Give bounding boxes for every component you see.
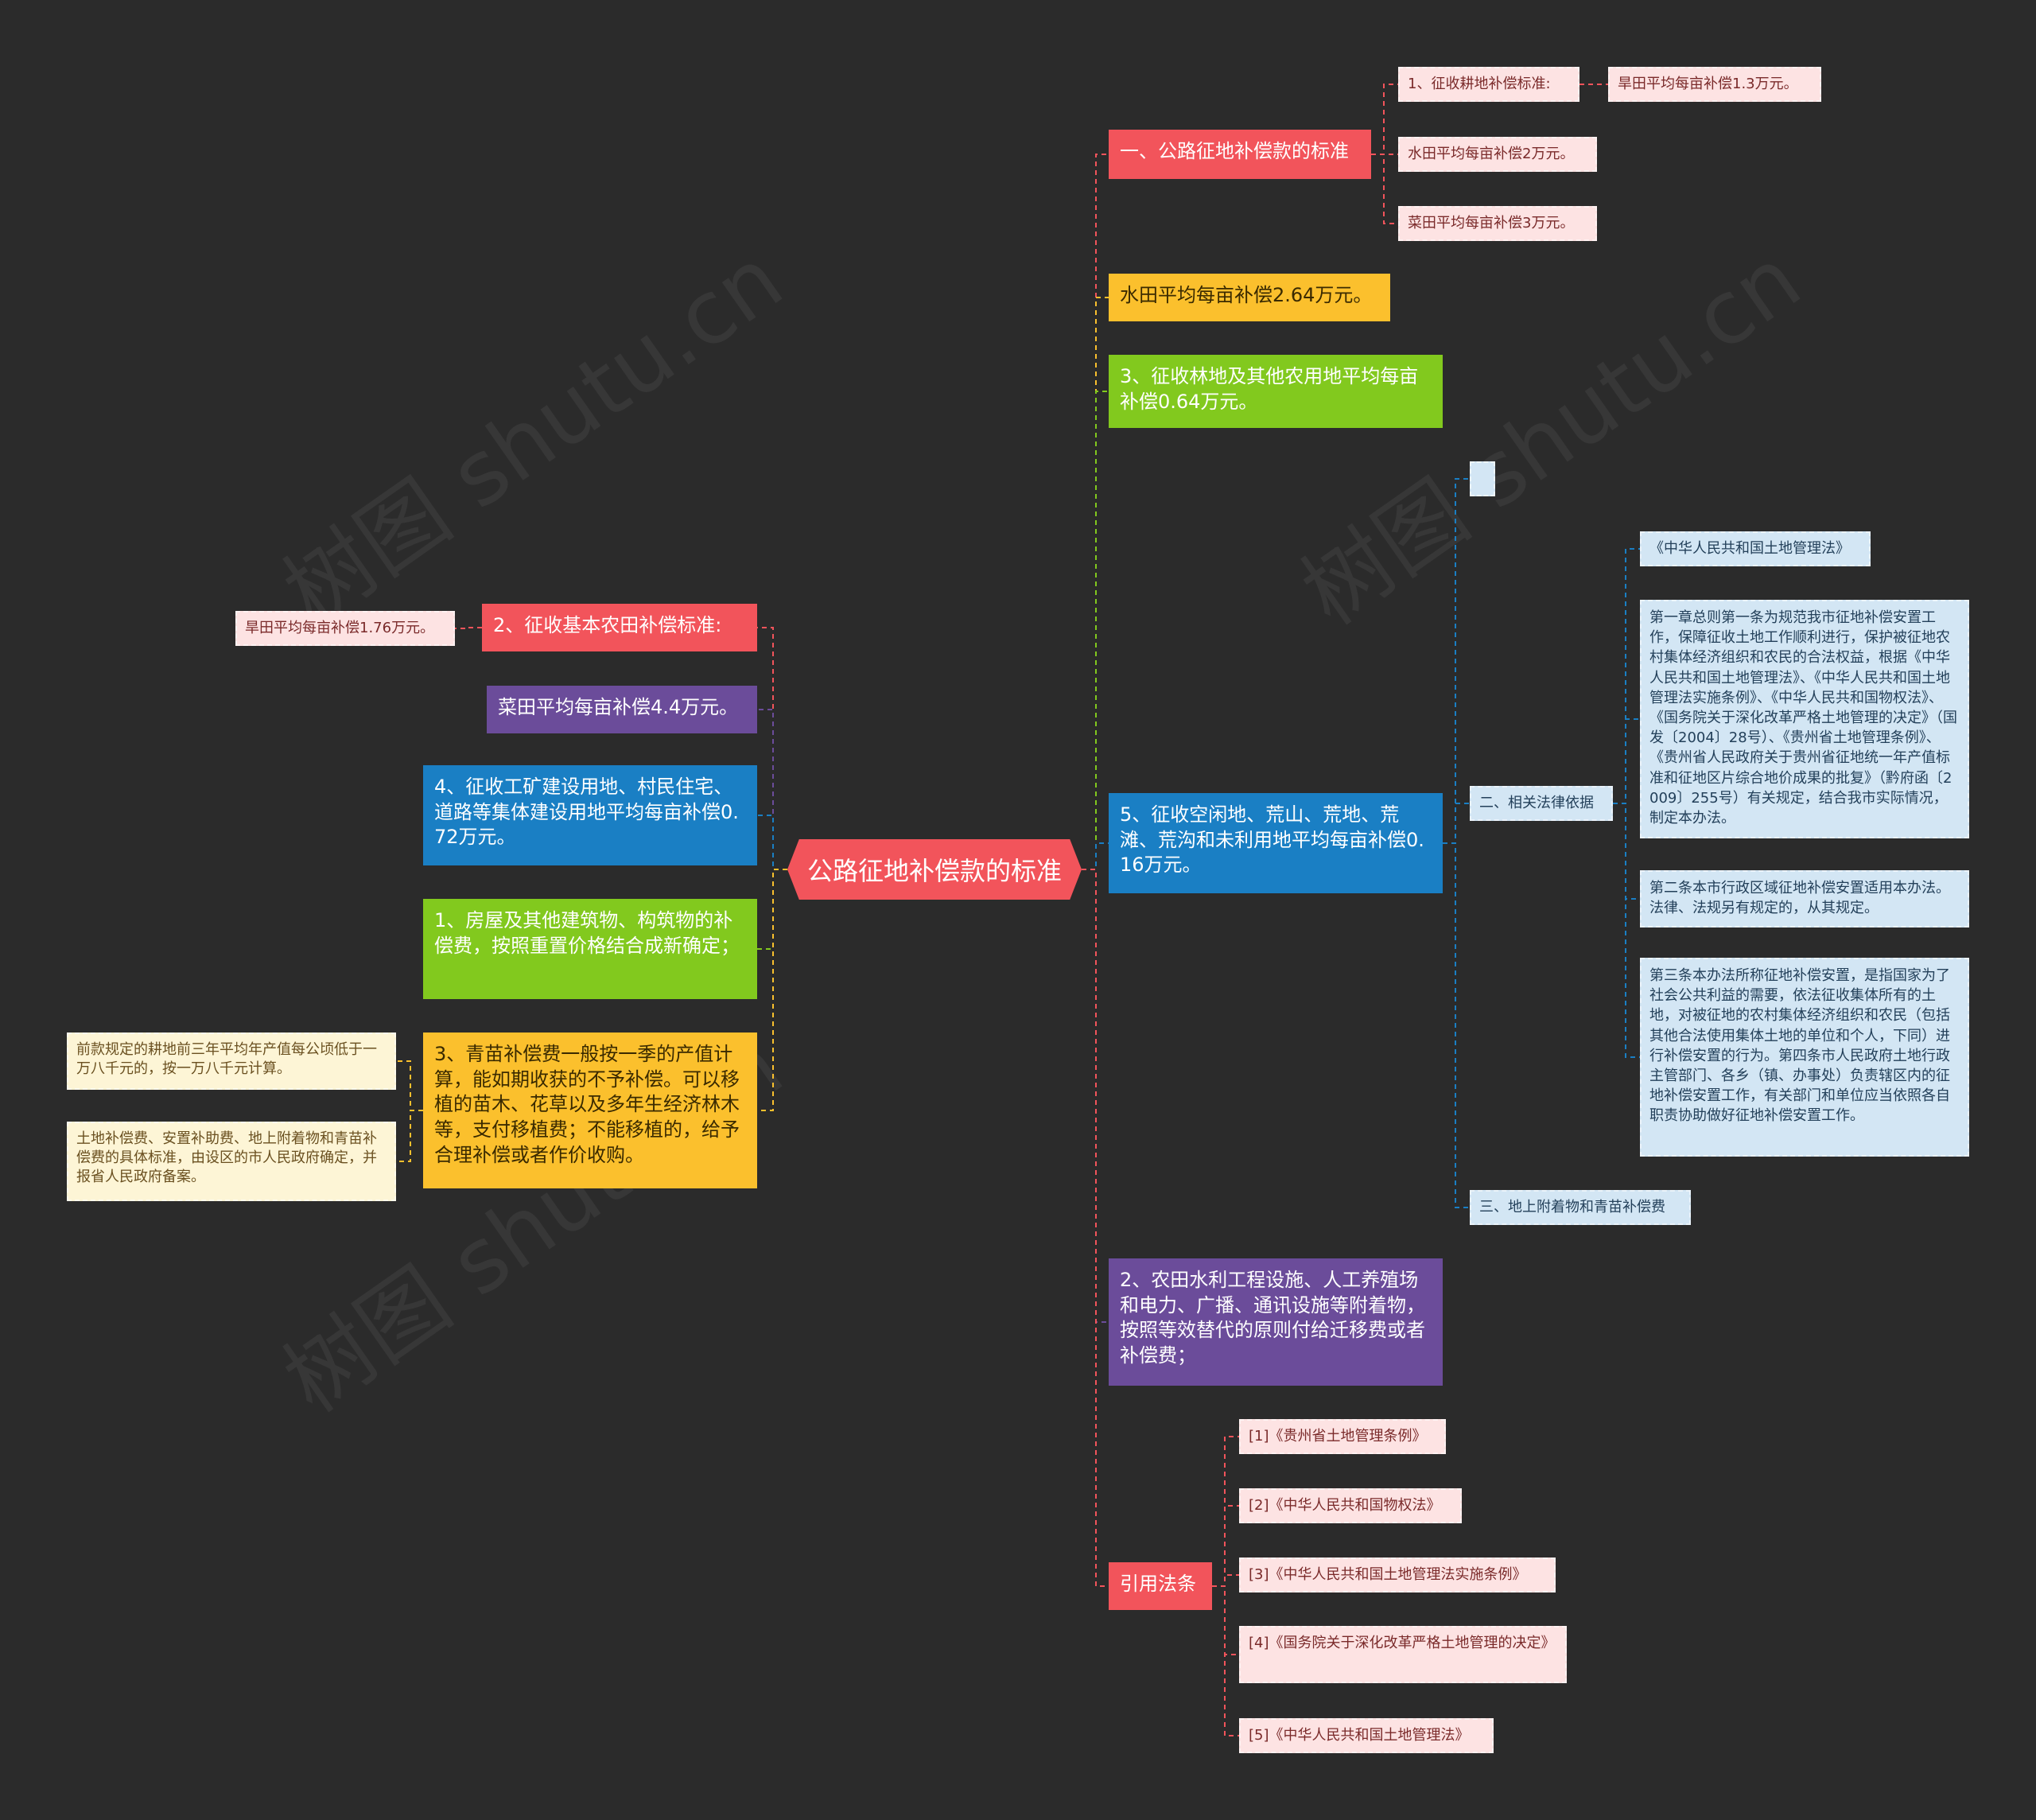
node-land-admin-law[interactable]: 《中华人民共和国土地管理法》 <box>1640 531 1871 566</box>
law-ref-4[interactable]: [4]《国务院关于深化改革严格土地管理的决定》 <box>1239 1626 1567 1683</box>
node-article-two[interactable]: 第二条本市行政区域征地补偿安置适用本办法。法律、法规另有规定的，从其规定。 <box>1640 870 1969 928</box>
connector-line <box>1613 548 1640 804</box>
node-paddy-2-64[interactable]: 水田平均每亩补偿2.64万元。 <box>1109 274 1390 321</box>
connector-line <box>757 869 787 1111</box>
connector-line <box>396 1060 423 1111</box>
node-house-compensation[interactable]: 1、房屋及其他建筑物、构筑物的补偿费，按照重置价格结合成新确定； <box>423 899 757 999</box>
connector-line <box>1212 1505 1239 1587</box>
law-ref-3[interactable]: [3]《中华人民共和国土地管理法实施条例》 <box>1239 1558 1556 1592</box>
node-farmland-standard[interactable]: 1、征收耕地补偿标准: <box>1398 67 1579 102</box>
node-crop-compensation[interactable]: 3、青苗补偿费一般按一季的产值计算，能如期收获的不予补偿。可以移植的苗木、花草以… <box>423 1032 757 1188</box>
node-basic-farmland[interactable]: 2、征收基本农田补偿标准: <box>482 604 757 651</box>
connector-line <box>1082 842 1109 870</box>
node-irrigation-facilities[interactable]: 2、农田水利工程设施、人工养殖场和电力、广播、通讯设施等附着物，按照等效替代的原… <box>1109 1258 1443 1386</box>
connector-line <box>1371 154 1398 224</box>
connector-line <box>757 815 787 870</box>
node-vegetable-4-4[interactable]: 菜田平均每亩补偿4.4万元。 <box>487 686 757 733</box>
connector-line <box>1613 803 1640 1058</box>
law-ref-5[interactable]: [5]《中华人民共和国土地管理法》 <box>1239 1718 1494 1753</box>
connector-line <box>1443 803 1470 844</box>
root-topic[interactable]: 公路征地补偿款的标准 <box>787 839 1082 900</box>
node-idle-land[interactable]: 5、征收空闲地、荒山、荒地、荒滩、荒沟和未利用地平均每亩补偿0.16万元。 <box>1109 793 1443 893</box>
node-empty[interactable] <box>1470 461 1495 496</box>
connector-line <box>1443 842 1470 1208</box>
connector-line <box>1613 803 1640 900</box>
node-dry-field-1-3[interactable]: 旱田平均每亩补偿1.3万元。 <box>1608 67 1821 102</box>
connector-line <box>1443 478 1470 844</box>
node-chapter-one[interactable]: 第一章总则第一条为规范我市征地补偿安置工作，保障征收土地工作顺利进行，保护被征地… <box>1640 600 1969 838</box>
node-construction-land[interactable]: 4、征收工矿建设用地、村民住宅、道路等集体建设用地平均每亩补偿0.72万元。 <box>423 765 757 865</box>
branch-compensation-standard[interactable]: 一、公路征地补偿款的标准 <box>1109 130 1371 179</box>
connector-line <box>1613 718 1640 804</box>
connector-line <box>1212 1585 1239 1736</box>
node-article-three[interactable]: 第三条本办法所称征地补偿安置，是指国家为了社会公共利益的需要，依法征收集体所有的… <box>1640 958 1969 1157</box>
connector-line <box>1082 869 1109 1587</box>
branch-cited-laws[interactable]: 引用法条 <box>1109 1562 1212 1610</box>
connector-line <box>1212 1574 1239 1587</box>
law-ref-2[interactable]: [2]《中华人民共和国物权法》 <box>1239 1488 1462 1523</box>
law-ref-1[interactable]: [1]《贵州省土地管理条例》 <box>1239 1419 1446 1454</box>
node-specific-standard[interactable]: 土地补偿费、安置补助费、地上附着物和青苗补偿费的具体标准，由设区的市人民政府确定… <box>67 1122 396 1201</box>
connector-line <box>1082 391 1109 870</box>
node-dry-field-1-76[interactable]: 旱田平均每亩补偿1.76万元。 <box>235 611 455 646</box>
node-vegetable-3[interactable]: 菜田平均每亩补偿3万元。 <box>1398 206 1597 241</box>
node-annual-value[interactable]: 前款规定的耕地前三年平均年产值每公顷低于一万八千元的，按一万八千元计算。 <box>67 1032 396 1090</box>
connector-line <box>396 1110 423 1162</box>
node-attachments-crops[interactable]: 三、地上附着物和青苗补偿费 <box>1470 1190 1691 1225</box>
node-legal-basis[interactable]: 二、相关法律依据 <box>1470 786 1613 821</box>
node-forest-land[interactable]: 3、征收林地及其他农用地平均每亩补偿0.64万元。 <box>1109 355 1443 428</box>
node-paddy-2[interactable]: 水田平均每亩补偿2万元。 <box>1398 137 1597 172</box>
connector-line <box>1371 84 1398 155</box>
